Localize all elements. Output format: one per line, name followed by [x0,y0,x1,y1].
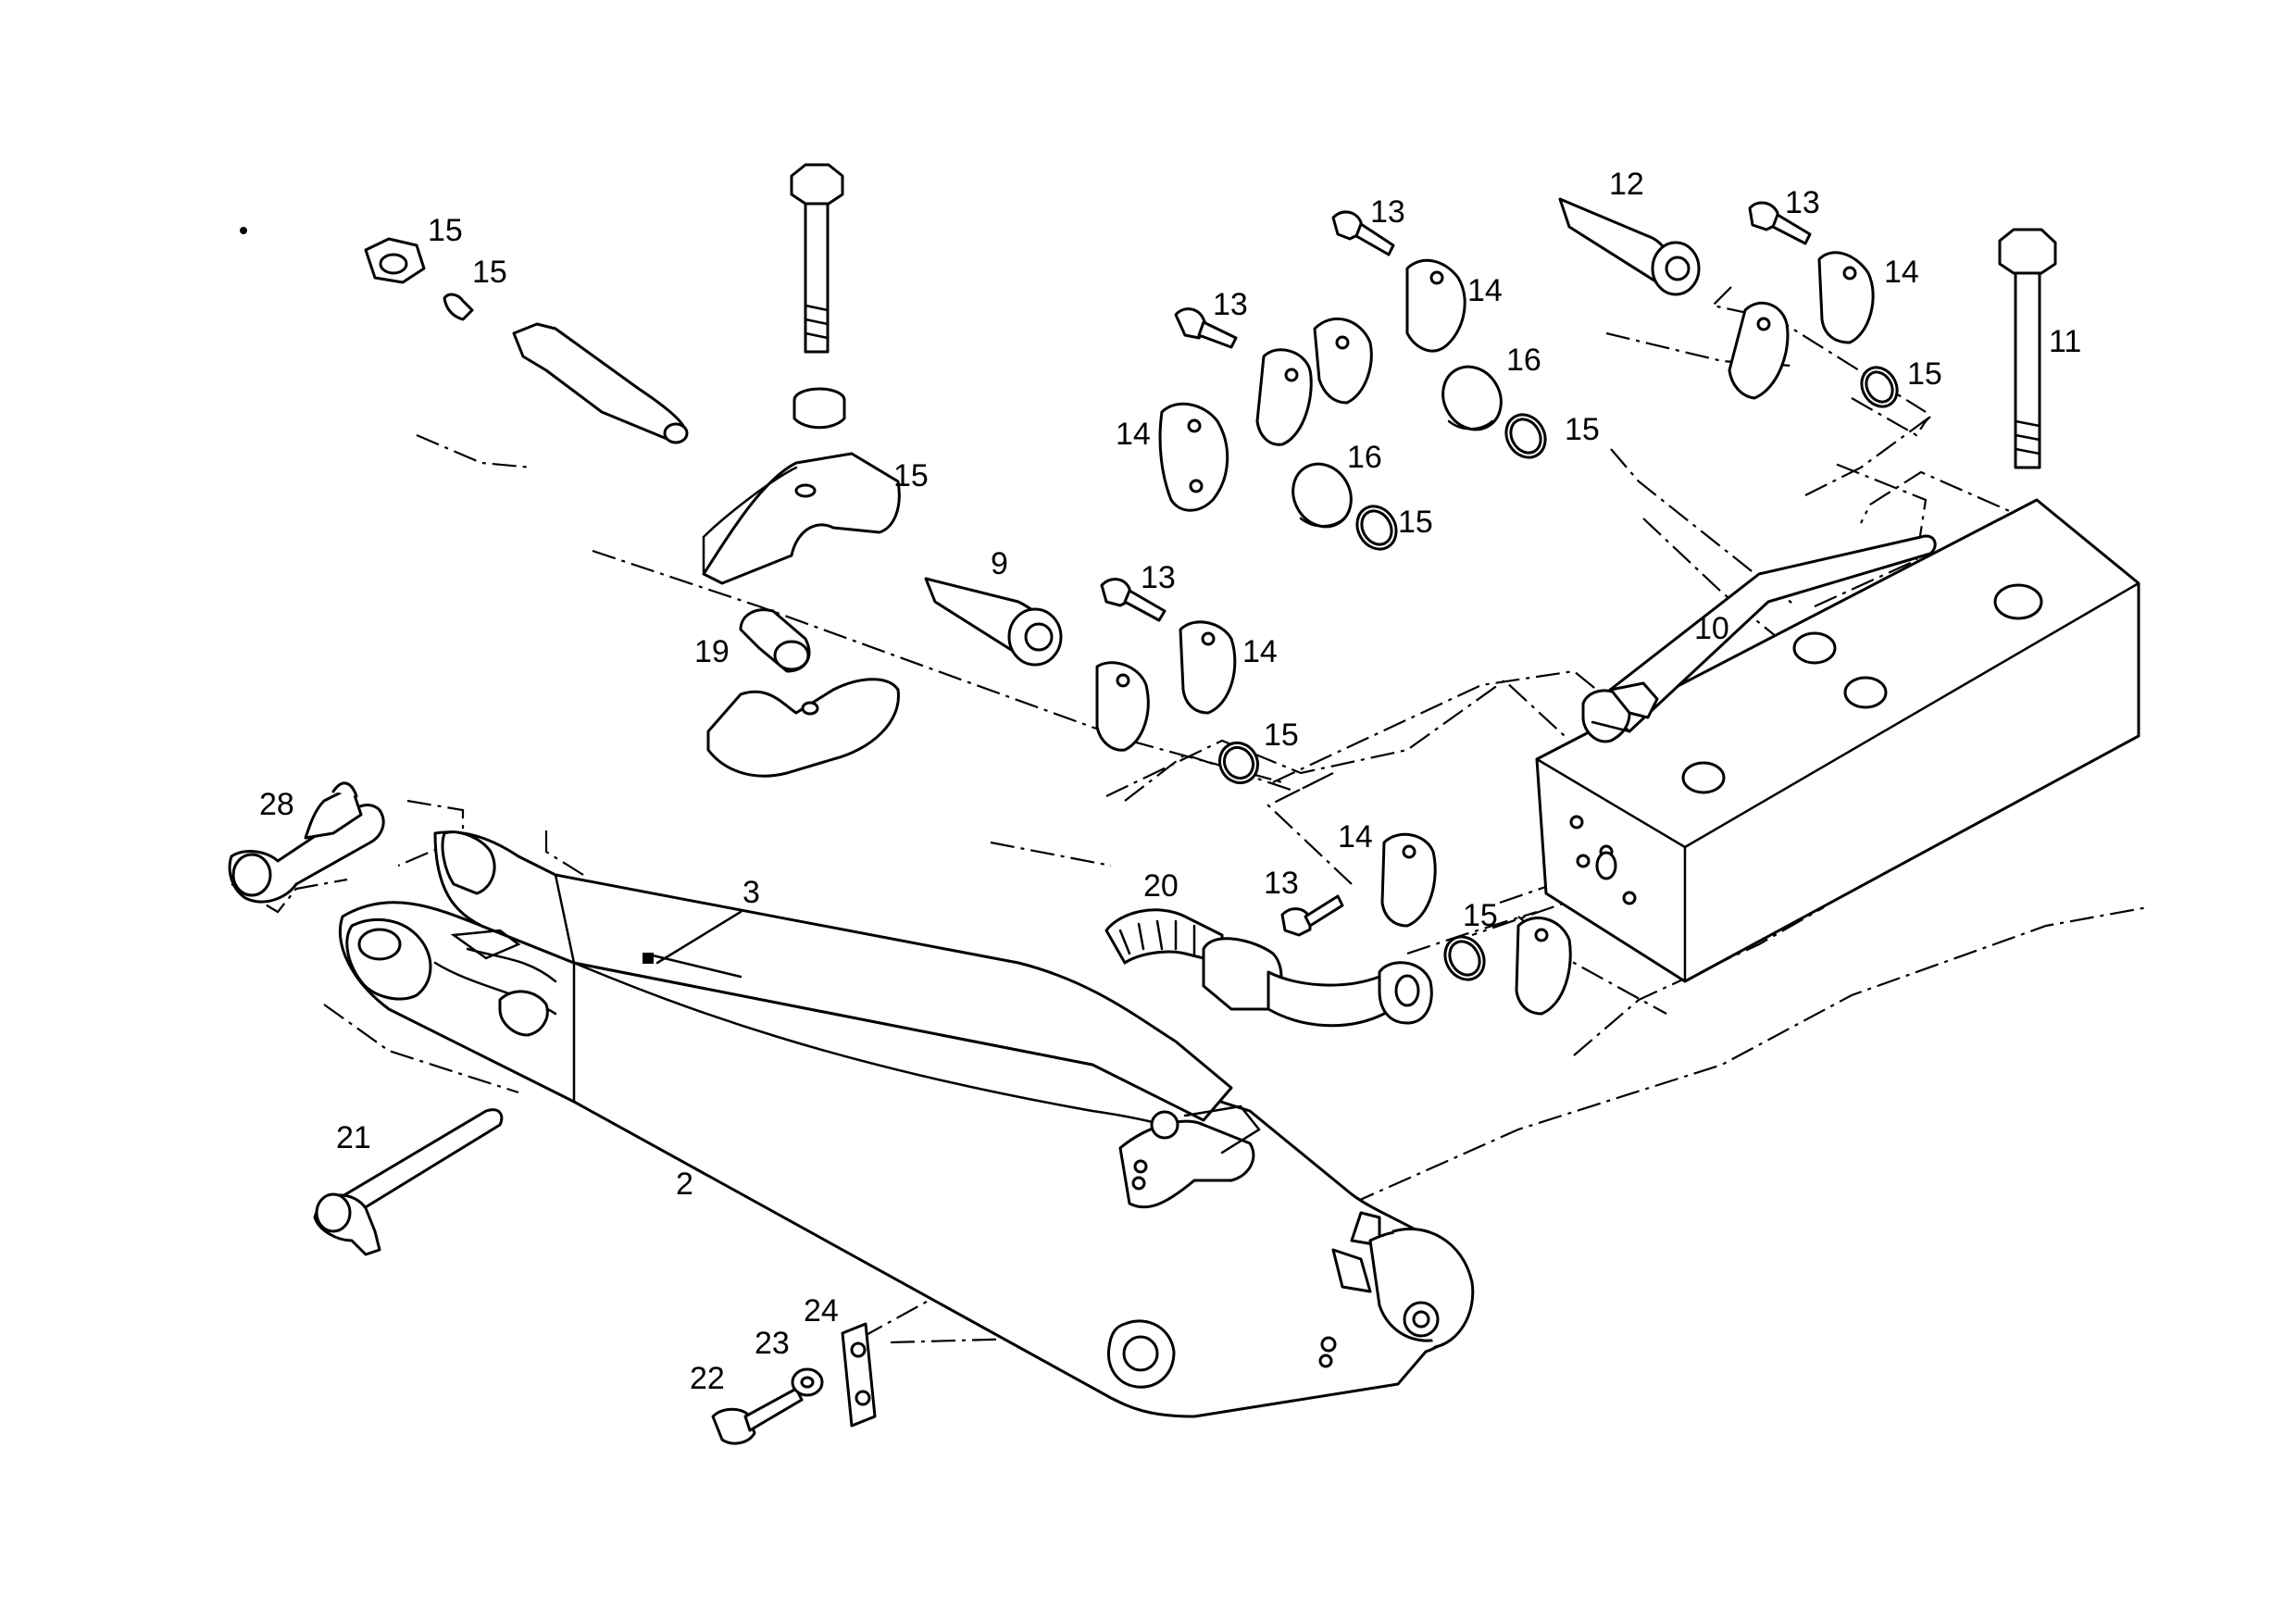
part-15-oring-c [1504,413,1547,459]
part-3-plate [655,910,742,965]
part-25-plate [841,1322,877,1428]
part-15-oring-b [1355,505,1398,551]
part-14-flange-e [1728,301,1790,400]
part-13-bolt-b [1331,210,1395,256]
callout-15-b: 15 [1565,412,1600,447]
part-22-pin [313,1108,504,1256]
part-15-oring-a [1217,741,1260,785]
callout-13-c: 13 [1141,560,1176,595]
part-21-hose [1104,908,1433,1028]
part-15-oring-e [1443,935,1486,981]
bolt-vertical-center [790,163,844,354]
callout-14-d: 14 [1884,255,1919,290]
callout-9: 9 [991,546,1008,581]
part-14-flange-b [1255,348,1313,446]
part-12-pipe [1558,197,1701,296]
valve-block [1535,498,2140,983]
part-16-seal-b [1441,365,1503,431]
part-14-flange-g [1179,620,1237,715]
part-2-boom-arm [338,830,1475,1418]
callout-13-d: 13 [1785,185,1820,220]
part-13-bolt-e [1280,894,1344,937]
callout-23: 22 [690,1361,725,1396]
callout-21: 20 [1143,868,1179,904]
part-13-bolt-a [1174,307,1238,349]
callout-13-a: 13 [1213,287,1248,322]
part-19-nipple [443,293,474,321]
callout-15-a: 15 [1398,505,1433,540]
callout-13-e: 13 [1264,866,1299,901]
part-14-flange-h [1095,661,1150,752]
callout-14-a: 14 [1116,417,1151,452]
callout-labels: 15 15 15 19 9 13 13 13 13 13 14 14 14 14… [259,167,2081,1396]
callout-17: 15 [893,458,929,493]
part-23-bolt [711,1387,804,1445]
part-28-bushings [228,781,385,904]
callout-15-d: 15 [1264,717,1299,753]
callout-3: 3 [742,875,760,910]
callout-2: 2 [676,1167,693,1202]
part-9-pin [924,577,1063,667]
part-16-seal-a [1292,462,1353,529]
callout-15-e: 15 [1463,898,1498,933]
part-24-washer [791,1367,824,1397]
fitting-swivel [512,322,689,444]
callout-20: 15 [428,213,463,248]
callout-16-a: 16 [1347,440,1382,475]
stray-dot [240,227,247,234]
callout-18: 19 [694,634,730,669]
callout-13-b: 13 [1370,194,1405,230]
part-14-flange-c [1313,317,1373,405]
callout-14-e: 14 [1338,819,1373,855]
part-14-flange-d [1405,258,1466,353]
callout-11: 11 [2049,324,2081,359]
callout-19: 15 [472,255,507,290]
part-14-flange-f [1817,251,1875,344]
callout-12: 12 [1609,167,1644,202]
callout-14-c: 14 [1242,634,1278,669]
part-14-flange-a [1158,402,1229,512]
washer-vertical-center [792,387,846,430]
part-14-flange-j [1515,917,1572,1016]
callout-25: 24 [804,1293,839,1329]
part-14-flange-i [1380,832,1437,928]
callout-22: 21 [336,1120,371,1155]
callout-10: 10 [1694,611,1729,646]
callout-28: 28 [259,787,294,822]
part-10-lever [1581,534,1937,743]
part-17-clamp [702,452,901,585]
part-20-nut [364,237,426,284]
part-13-bolt-d [1748,201,1812,245]
part-18-bushing [739,608,811,673]
callout-14-b: 14 [1467,273,1503,308]
callout-24: 23 [755,1326,790,1361]
part-13-bolt-c [1100,578,1167,622]
part-15-oring-d [1860,366,1899,408]
callout-16-b: 16 [1506,343,1541,378]
part-11-bolt [1998,228,2057,469]
part-17-clamp-lower [706,678,900,778]
callout-15-c: 15 [1907,356,1942,392]
